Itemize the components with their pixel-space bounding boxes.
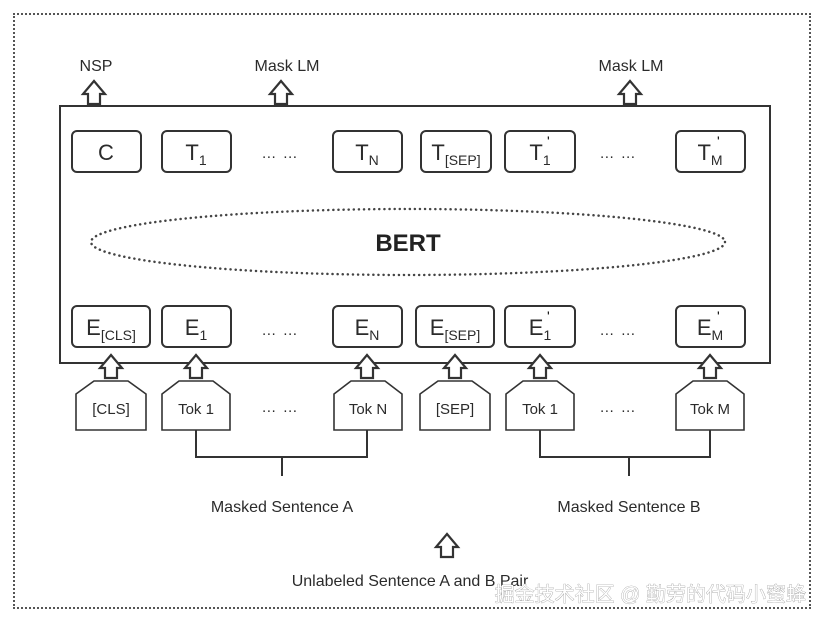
sentence-b-bracket [539, 430, 711, 476]
masked-sentence-b-label: Masked Sentence B [557, 499, 700, 516]
tokn-token-box [333, 380, 403, 431]
c-output-box [71, 130, 142, 173]
bottom-ellipsis-1: … … [261, 322, 298, 339]
em-prime-mark: ' [717, 308, 720, 324]
mask-lm-label-2: Mask LM [599, 58, 664, 75]
t1-output-label: T1 [185, 140, 206, 168]
nsp-label: NSP [80, 58, 113, 75]
bert-title: BERT [375, 230, 441, 257]
esep-embedding-label: E[SEP] [430, 315, 480, 343]
tn-output-box [332, 130, 403, 173]
tokm-input-arrow-icon [696, 353, 724, 380]
tokn-input-arrow-icon [353, 353, 381, 380]
diagram-frame [13, 13, 811, 609]
tok1b-input-arrow-icon [526, 353, 554, 380]
tm-prime-mark: ' [717, 133, 720, 149]
en-embedding-label: EN [355, 315, 380, 343]
sep-input-arrow-icon [441, 353, 469, 380]
tok1b-token-box [505, 380, 575, 431]
en-embedding-box [332, 305, 403, 348]
mask-lm-arrow-icon-1 [267, 79, 295, 106]
tokn-token-label: Tok N [349, 401, 387, 418]
tok1-input-arrow-icon [182, 353, 210, 380]
t1-output-box [161, 130, 232, 173]
bert-encoder-ellipse [89, 207, 727, 277]
t1-prime-mark: ' [547, 133, 550, 149]
c-output-label: C [98, 140, 114, 165]
t1-prime-output-box [504, 130, 576, 173]
em-prime-embedding-box [675, 305, 746, 348]
e1-embedding-box [161, 305, 232, 348]
mask-lm-label-1: Mask LM [255, 58, 320, 75]
t1-prime-output-label: T1 [529, 140, 550, 168]
mask-lm-arrow-icon-2 [616, 79, 644, 106]
sep-token-label: [SEP] [436, 401, 474, 418]
ecls-embedding-label: E[CLS] [86, 315, 136, 343]
tok1b-token-label: Tok 1 [522, 401, 558, 418]
cls-input-arrow-icon [97, 353, 125, 380]
tn-output-label: TN [355, 140, 379, 168]
bottom-ellipsis-2: … … [599, 322, 636, 339]
token-ellipsis-2: … … [599, 399, 636, 416]
esep-embedding-box [415, 305, 495, 348]
top-ellipsis-1: … … [261, 145, 298, 162]
sep-token-box [419, 380, 491, 431]
e1-prime-embedding-box [504, 305, 576, 348]
em-prime-embedding-label: EM [697, 315, 723, 343]
input-pair-label: Unlabeled Sentence A and B Pair [292, 573, 529, 590]
ecls-embedding-box [71, 305, 151, 348]
watermark: 掘金技术社区 @ 勤劳的代码小蜜蜂 [495, 583, 806, 606]
sentence-a-bracket [195, 430, 368, 476]
top-ellipsis-2: … … [599, 145, 636, 162]
tm-prime-output-label: TM [697, 140, 722, 168]
e1-prime-mark: ' [547, 308, 550, 324]
masked-sentence-a-label: Masked Sentence A [211, 499, 354, 516]
tsep-output-label: T[SEP] [431, 140, 480, 168]
tok1-token-label: Tok 1 [178, 401, 214, 418]
nsp-arrow-icon [80, 79, 108, 106]
cls-token-label: [CLS] [92, 401, 130, 418]
tok1-token-box [161, 380, 231, 431]
cls-token-box [75, 380, 147, 431]
token-ellipsis-1: … … [261, 399, 298, 416]
e1-embedding-label: E1 [185, 315, 208, 343]
tokm-token-box [675, 380, 745, 431]
e1-prime-embedding-label: E1 [529, 315, 552, 343]
tokm-token-label: Tok M [690, 401, 730, 418]
input-arrow-icon [433, 532, 461, 559]
tsep-output-box [420, 130, 492, 173]
tm-prime-output-box [675, 130, 746, 173]
